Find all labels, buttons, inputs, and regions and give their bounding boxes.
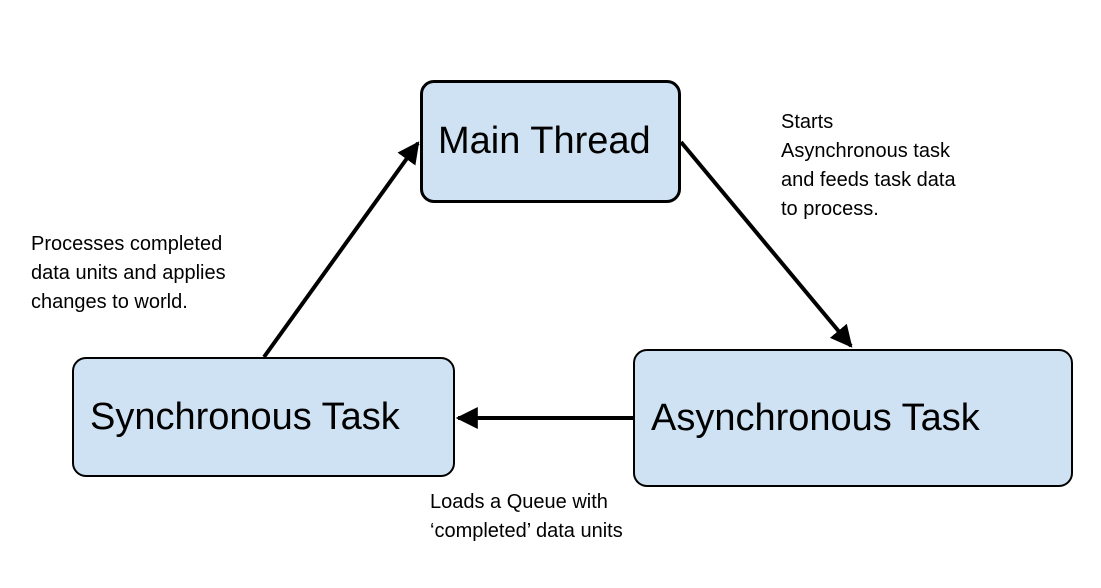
edge-label-sync-to-main: Processes completed data units and appli… bbox=[31, 233, 226, 313]
arrow-main-to-async bbox=[679, 140, 853, 348]
main-thread-node[interactable]: Main Thread bbox=[420, 80, 681, 203]
synchronous-task-node[interactable]: Synchronous Task bbox=[72, 357, 455, 477]
main-thread-label: Main Thread bbox=[438, 120, 651, 162]
edge-label-main-to-async: Starts Asynchronous task and feeds task … bbox=[781, 111, 956, 220]
arrow-sync-to-main bbox=[262, 141, 420, 359]
edge-label-async-to-sync: Loads a Queue with ‘completed’ data unit… bbox=[430, 491, 623, 542]
synchronous-task-label: Synchronous Task bbox=[90, 395, 400, 438]
asynchronous-task-node[interactable]: Asynchronous Task bbox=[633, 349, 1073, 487]
asynchronous-task-label: Asynchronous Task bbox=[651, 396, 980, 439]
